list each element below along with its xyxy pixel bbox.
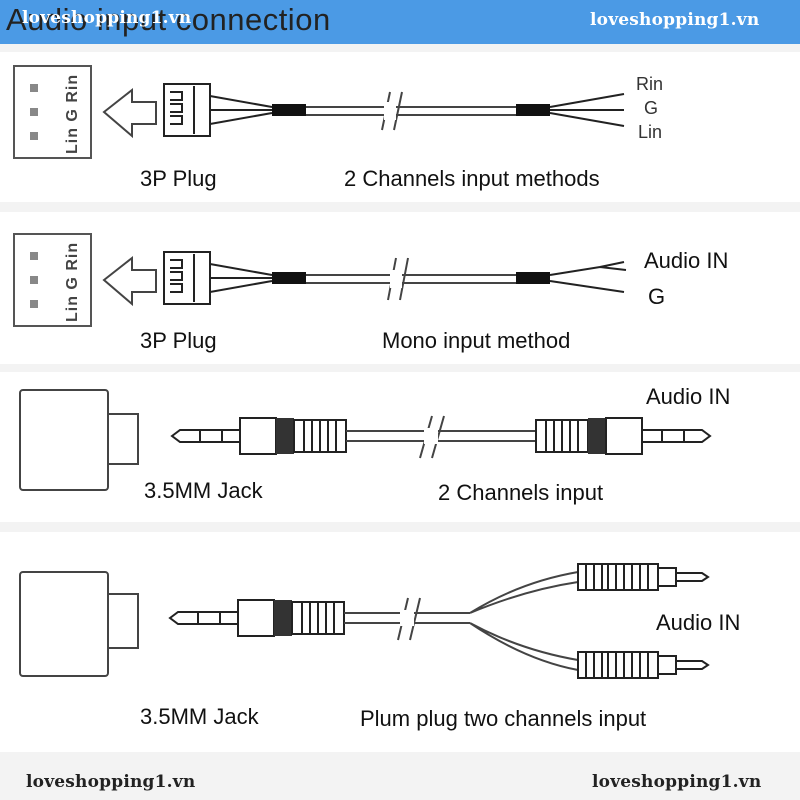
wire-label-rin: Rin <box>636 74 664 94</box>
method-label: 2 Channels input <box>438 480 604 505</box>
arrow-left-icon <box>102 87 157 139</box>
page-title: Audio input connection <box>6 2 331 37</box>
wire-label-audio-in: Audio IN <box>644 248 729 273</box>
panel-35mm-rca: 3.5MM Jack Plum plug two channels input … <box>0 532 800 752</box>
method-label: 2 Channels input methods <box>344 166 600 191</box>
connector-pin-label: Lin G Rin <box>64 241 81 322</box>
device-box <box>19 571 109 677</box>
rca-plug-top <box>577 563 710 591</box>
method-label: Plum plug two channels input <box>360 706 647 731</box>
panel-4-drawing <box>19 563 710 679</box>
watermark-bottom-right: loveshopping1.vn <box>592 772 762 792</box>
watermark-bottom-left: loveshopping1.vn <box>26 772 196 792</box>
wire-label-g: G <box>644 98 659 118</box>
header-bar: Audio input connection loveshopping1.vn … <box>0 0 800 44</box>
panel-mono-3p: Lin G Rin 3P Plug Mono input method Audi… <box>0 212 800 364</box>
plug-label: 3P Plug <box>140 166 217 191</box>
panel-2-drawing <box>13 233 627 327</box>
socket-box <box>13 233 92 327</box>
watermark-top-right: loveshopping1.vn <box>590 10 760 30</box>
connector-pin-label: Lin G Rin <box>64 73 81 154</box>
jack-label: 3.5MM Jack <box>144 478 263 503</box>
panel-35mm-2ch: 3.5MM Jack 2 Channels input Audio IN <box>0 372 800 522</box>
method-label: Mono input method <box>382 328 571 353</box>
arrow-left-icon <box>102 255 157 307</box>
panel-2ch-3p: Lin G Rin 3P Plug 2 Channels input metho… <box>0 52 800 202</box>
wire-label-lin: Lin <box>638 122 663 142</box>
audio-in-label: Audio IN <box>646 384 731 409</box>
watermark-top-left: loveshopping1.vn <box>22 8 192 28</box>
plug-label: 3P Plug <box>140 328 217 353</box>
rca-plug-bottom <box>577 651 710 679</box>
device-box <box>19 389 109 491</box>
socket-box <box>13 65 92 159</box>
audio-in-label: Audio IN <box>656 610 741 635</box>
panel-1-drawing <box>13 65 625 159</box>
jack-label: 3.5MM Jack <box>140 704 259 729</box>
wire-label-g: G <box>648 284 666 309</box>
panel-3-drawing <box>19 389 712 491</box>
